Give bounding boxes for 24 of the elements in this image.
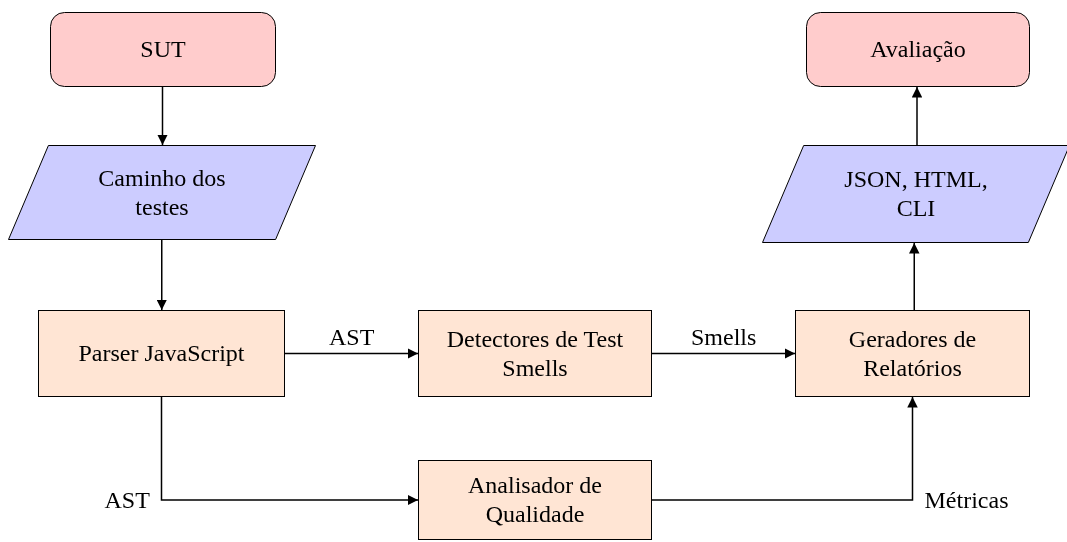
arrow bbox=[157, 86, 168, 146]
arrow bbox=[909, 242, 920, 311]
node-text: JSON, HTML, CLI bbox=[843, 165, 989, 223]
arrow bbox=[911, 86, 923, 146]
process-box bbox=[795, 310, 1030, 397]
node-text: Caminho dos testes bbox=[97, 163, 227, 222]
arrow bbox=[160, 396, 419, 506]
node-text: Parser JavaScript bbox=[78, 339, 245, 368]
data-parallelogram bbox=[762, 145, 1067, 243]
arrow bbox=[156, 239, 167, 311]
arrow bbox=[651, 348, 796, 359]
data-parallelogram bbox=[8, 145, 316, 240]
node-text: Detectores de Test Smells bbox=[445, 324, 625, 383]
node-text: Analisador de Qualidade bbox=[467, 471, 603, 529]
node-text: SUT bbox=[140, 35, 186, 64]
terminal-box bbox=[50, 12, 276, 87]
node-text: Geradores de Relatórios bbox=[847, 324, 978, 383]
process-box bbox=[418, 460, 652, 540]
node-text: Avaliação bbox=[870, 35, 966, 64]
arrow bbox=[284, 348, 419, 359]
arrow bbox=[651, 396, 918, 501]
process-box bbox=[418, 310, 652, 397]
process-box bbox=[38, 310, 285, 397]
terminal-box bbox=[806, 12, 1030, 87]
